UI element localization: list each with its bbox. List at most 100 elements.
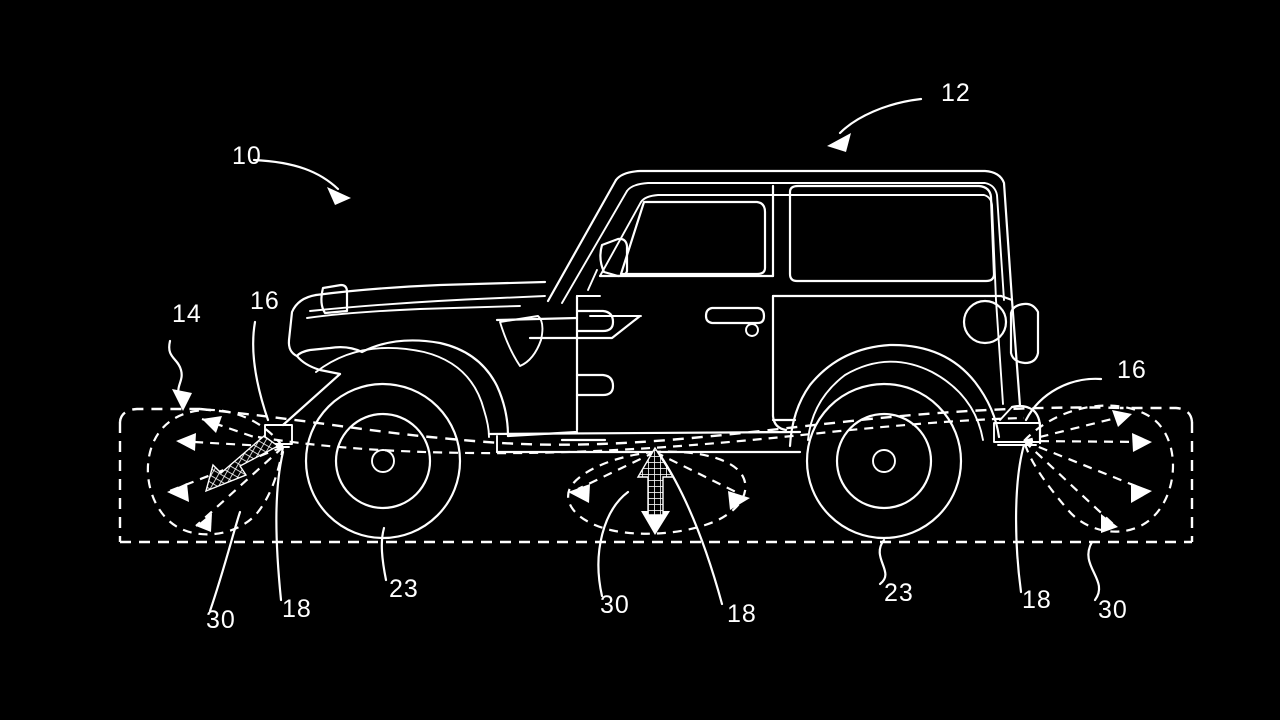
frame-rail-top — [488, 430, 802, 436]
ref-numeral-23-front: 23 — [389, 575, 419, 603]
front-fender-inner — [315, 346, 490, 438]
detection-boundary-envelope — [118, 406, 1194, 544]
rear-beam-arrow-3 — [1131, 483, 1152, 503]
tailgate-inner — [995, 299, 1004, 405]
front-sensor-assembly — [146, 408, 293, 536]
rear-rim — [835, 412, 933, 510]
leader-30-center — [597, 490, 630, 598]
underbody-profile-dashed — [199, 406, 1121, 446]
leader-12 — [838, 97, 923, 135]
ref-numeral-18-rear: 18 — [1022, 586, 1052, 614]
rear-fender-inner — [807, 360, 984, 441]
leader-16-front — [252, 320, 270, 422]
leader-14 — [168, 339, 183, 398]
rear-side-window — [788, 184, 996, 283]
hood-line — [314, 280, 547, 297]
underbody-profile-dashed-2 — [257, 416, 1025, 455]
headlight — [320, 283, 349, 315]
front-beam-arrow-1 — [202, 416, 222, 433]
leader-30-front — [208, 510, 242, 613]
center-detection-field-outline — [567, 450, 747, 535]
rear-tire — [805, 382, 963, 540]
leader-16-rear — [1024, 377, 1103, 422]
tailgate-edge — [999, 294, 1022, 408]
rear-fender-arch — [788, 343, 1001, 448]
front-beam-arrow-3 — [167, 483, 189, 502]
body-rear-corner — [771, 294, 788, 432]
front-tire — [304, 382, 462, 540]
leader-12-arrow — [827, 133, 851, 152]
front-hub — [371, 449, 395, 473]
rear-sensor-assembly — [993, 404, 1175, 533]
ref-numeral-23-rear: 23 — [884, 579, 914, 607]
ref-numeral-16-rear: 16 — [1117, 356, 1147, 384]
leader-14-arrow — [172, 389, 192, 411]
ref-numeral-16-front: 16 — [250, 287, 280, 315]
front-beam-arrow-2 — [176, 433, 196, 451]
rear-beam-ray-1 — [1023, 413, 1129, 443]
rear-beam-ray-4 — [1023, 440, 1114, 525]
front-wheel — [304, 382, 462, 540]
leader-18-rear — [1014, 443, 1026, 594]
rear-beam-arrow-2 — [1132, 433, 1152, 452]
ref-numeral-18-front: 18 — [282, 595, 312, 623]
front-side-window — [619, 200, 767, 276]
leader-18-center — [658, 453, 724, 606]
ref-numeral-30-rear: 30 — [1098, 596, 1128, 624]
ref-numeral-30-center: 30 — [600, 591, 630, 619]
rear-beam-ray-2 — [1023, 439, 1149, 444]
leader-23-rear — [878, 538, 887, 586]
grille-top — [306, 305, 521, 319]
windshield-mid — [561, 190, 628, 304]
leader-30-rear — [1087, 540, 1101, 602]
leader-18-front — [275, 450, 285, 602]
leader-10-arrow — [327, 187, 351, 205]
front-fascia — [295, 354, 342, 376]
mirror-arm — [587, 269, 598, 291]
door-handle — [704, 306, 766, 325]
taillight-round — [962, 299, 1008, 345]
door-hinge-upper — [575, 309, 615, 333]
rear-sensor-housing — [993, 422, 1041, 443]
vehicle-body — [281, 169, 1042, 454]
front-rim — [334, 412, 432, 510]
rear-hub — [872, 449, 896, 473]
center-hatched-up-arrow — [636, 446, 675, 516]
windshield-outer — [546, 178, 618, 303]
center-beam-arrow-down — [641, 511, 670, 535]
roof-inner — [640, 194, 997, 301]
hood-edge-2 — [309, 295, 546, 312]
rear-detection-field-outline — [1022, 404, 1175, 533]
center-sensor-assembly — [567, 446, 750, 535]
front-beam-ray-4 — [195, 446, 284, 527]
ref-numeral-18-center: 18 — [727, 600, 757, 628]
ref-numeral-10: 10 — [232, 142, 262, 170]
center-beam-arrow-right — [728, 491, 750, 510]
ref-numeral-30-front: 30 — [206, 606, 236, 634]
reference-leaders — [168, 97, 1103, 613]
door-hinge-lower — [575, 373, 615, 397]
rear-beam-arrow-1 — [1112, 410, 1132, 427]
center-beam-left — [577, 451, 656, 490]
roof-mid — [626, 182, 1005, 301]
taillight-rect — [1009, 302, 1040, 365]
leader-10 — [252, 158, 340, 191]
vent-shape — [499, 315, 544, 367]
rear-beam-arrow-4 — [1101, 514, 1118, 533]
ref-numeral-12: 12 — [941, 79, 971, 107]
front-hatched-arrow — [204, 435, 280, 493]
leader-23-front — [380, 526, 388, 582]
center-beam-arrow-left — [568, 484, 590, 503]
front-fender-arch — [295, 339, 510, 438]
roof-outer — [614, 169, 1014, 302]
ref-numeral-14: 14 — [172, 300, 202, 328]
cowl-line — [528, 314, 642, 340]
rear-beam-ray-3 — [1023, 439, 1149, 493]
front-beam-arrow-4 — [196, 513, 212, 532]
rear-wheel — [805, 382, 963, 540]
front-detection-field-outline — [146, 408, 285, 536]
door-lock — [745, 323, 759, 337]
hood-front — [287, 293, 318, 358]
